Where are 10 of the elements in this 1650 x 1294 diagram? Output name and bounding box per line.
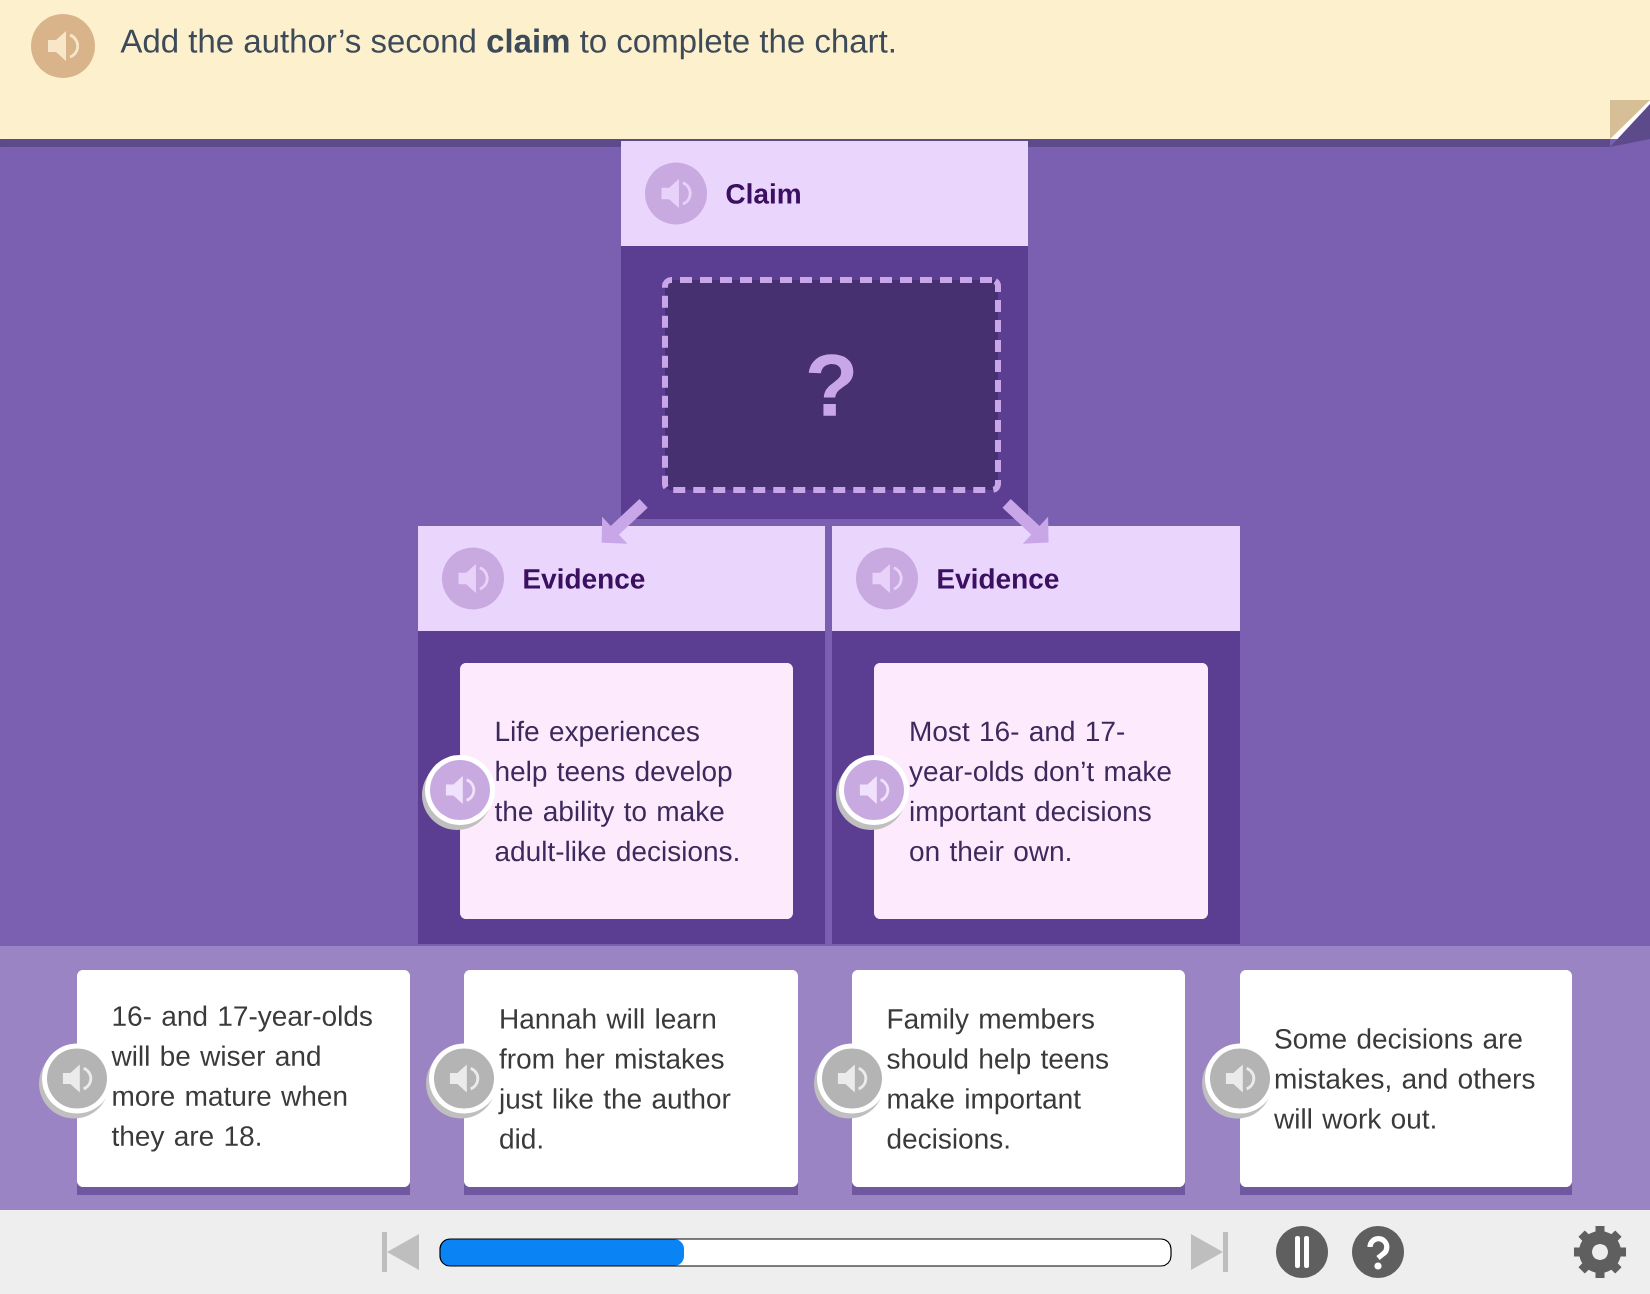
evidence-card: Life experiences help teens develop the ability to make adult-like decisions. <box>460 663 793 919</box>
instruction-text: Add the author’s second claim to complete the chart. <box>120 28 894 60</box>
answer-card: Some decisions are mistakes, and others will work out. <box>1240 970 1572 1195</box>
answer-card: Hannah will learn from her mistakes just like the author did. <box>464 970 798 1195</box>
answer-card: 16- and 17-year-olds will be wiser and more mature when they are 18. <box>77 970 410 1195</box>
arrow <box>601 499 648 544</box>
answer-card: Family members should help teens make important decisions. <box>852 970 1185 1195</box>
drop-zone: ? <box>662 277 1001 493</box>
arrow <box>1002 499 1049 544</box>
evidence-card: Most 16- and 17-year-olds don’t make important decisions on their own. <box>874 663 1208 919</box>
